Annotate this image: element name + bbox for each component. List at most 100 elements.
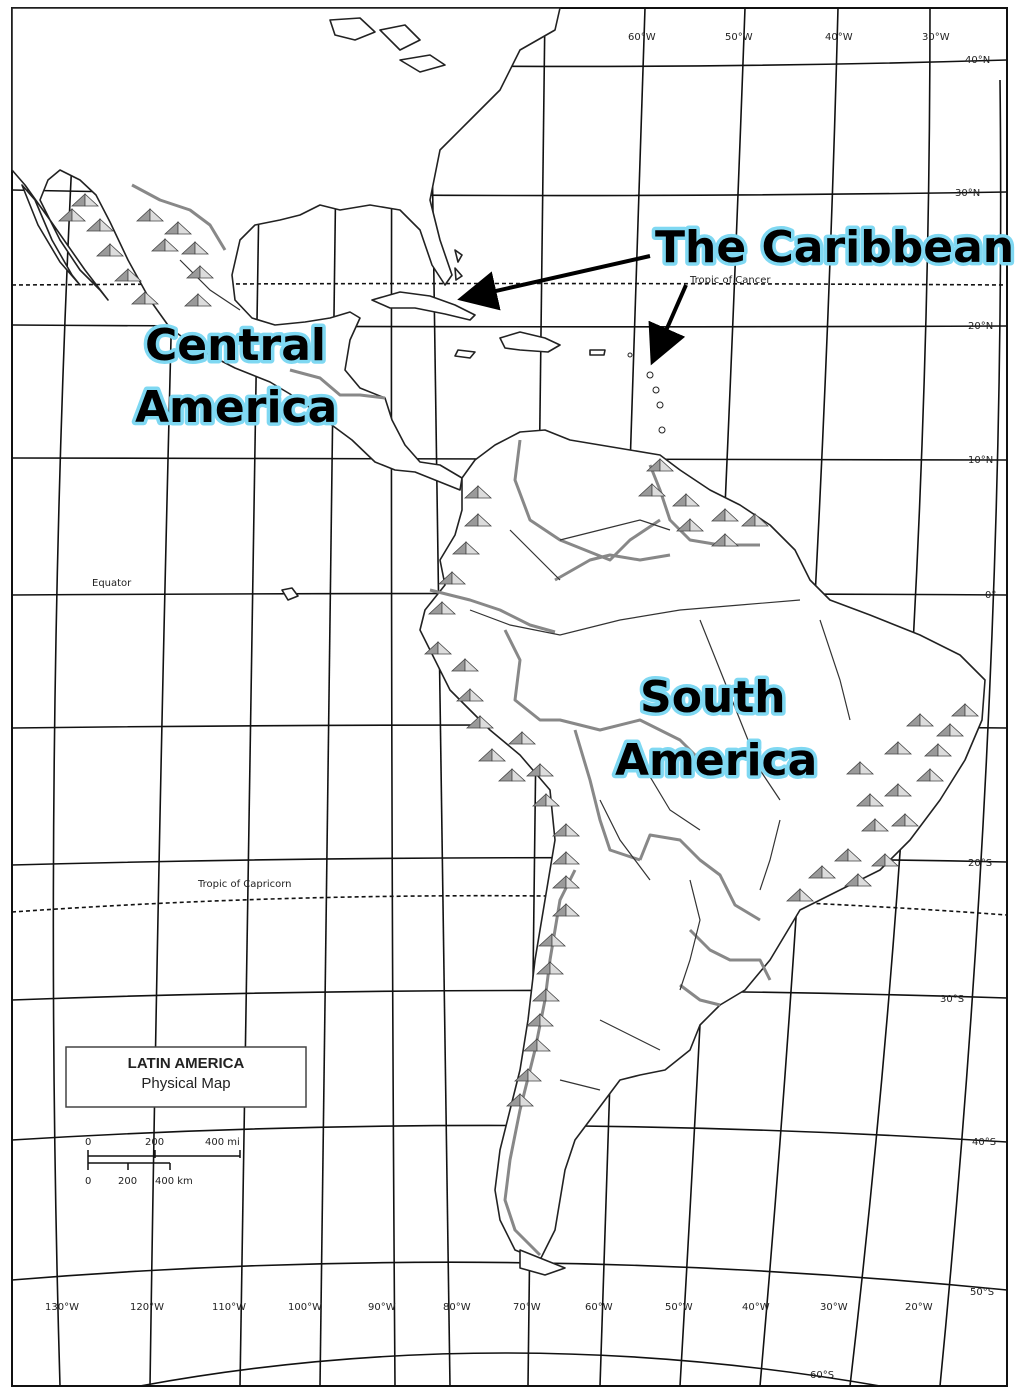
- lat-label: 10°N: [968, 455, 993, 466]
- lon-label-bottom: 130°W: [45, 1302, 79, 1313]
- mountain-icon: [531, 988, 561, 1002]
- mountain-icon: [845, 761, 875, 775]
- mountain-icon: [833, 848, 863, 862]
- mountain-icon: [427, 601, 457, 615]
- mountain-icon: [423, 641, 453, 655]
- mountain-icon: [551, 851, 581, 865]
- mountain-icon: [710, 533, 740, 547]
- scale-mi-0: 0: [85, 1137, 91, 1148]
- mountain-icon: [671, 493, 701, 507]
- mountain-icon: [185, 265, 215, 279]
- mountain-icon: [923, 743, 953, 757]
- lat-label: 0°: [985, 590, 996, 601]
- mountain-icon: [522, 1038, 552, 1052]
- lat-label: 50°S: [970, 1287, 994, 1298]
- mountain-icon: [807, 865, 837, 879]
- mountain-icon: [150, 238, 180, 252]
- mountain-icon: [883, 741, 913, 755]
- lat-label: 20°S: [968, 858, 992, 869]
- lat-label: 20°N: [968, 321, 993, 332]
- mountain-icon: [463, 485, 493, 499]
- arrow-icon: [648, 284, 688, 366]
- lon-label-top: 60°W: [628, 32, 656, 43]
- lon-label-bottom: 120°W: [130, 1302, 164, 1313]
- mountain-icon: [455, 688, 485, 702]
- country-borders: [131, 183, 772, 1257]
- caribbean-islands: [371, 249, 666, 434]
- mountain-icon: [675, 518, 705, 532]
- mountain-icon: [465, 715, 495, 729]
- right-latitude-labels: 40°N 30°N 20°N 10°N 0° 20°S 30°S 40°S 50…: [940, 55, 996, 1298]
- mountain-icon: [740, 513, 770, 527]
- mountain-icon: [180, 241, 210, 255]
- mountain-icon: [785, 888, 815, 902]
- mountain-icon: [85, 218, 115, 232]
- legend-title: LATIN AMERICA: [128, 1055, 245, 1072]
- mountain-icon: [535, 961, 565, 975]
- rivers: [179, 259, 851, 1091]
- mountain-icon: [505, 1093, 535, 1107]
- lon-label-bottom: 80°W: [443, 1302, 471, 1313]
- legend-subtitle: Physical Map: [141, 1075, 230, 1092]
- lat-label: 30°S: [940, 994, 964, 1005]
- mountain-icon: [507, 731, 537, 745]
- top-longitude-labels: 60°W 50°W 40°W 30°W: [628, 32, 950, 43]
- mountain-icon: [70, 193, 100, 207]
- mountain-icon: [645, 458, 675, 472]
- lat-label: 30°N: [955, 188, 980, 199]
- mountain-icon: [437, 571, 467, 585]
- mountain-icon: [451, 541, 481, 555]
- lon-label-top: 40°W: [825, 32, 853, 43]
- mountain-symbols: [57, 193, 980, 1107]
- mountain-icon: [135, 208, 165, 222]
- mountain-icon: [870, 853, 900, 867]
- mountain-icon: [551, 875, 581, 889]
- mountain-icon: [513, 1068, 543, 1082]
- region-label-central-2: America: [135, 382, 337, 433]
- mountain-icon: [57, 208, 87, 222]
- lon-label-bottom: 70°W: [513, 1302, 541, 1313]
- scale-mi-400: 400 mi: [205, 1137, 240, 1148]
- mountain-icon: [130, 291, 160, 305]
- mountain-icon: [183, 293, 213, 307]
- great-lakes: [329, 17, 446, 73]
- lon-label-bottom: 110°W: [212, 1302, 246, 1313]
- tropic-capricorn-label: Tropic of Capricorn: [197, 879, 292, 890]
- region-label-south-2: America: [615, 735, 817, 786]
- tropic-cancer-label: Tropic of Cancer: [689, 275, 771, 286]
- mountain-icon: [637, 483, 667, 497]
- lon-label-bottom: 40°W: [742, 1302, 770, 1313]
- region-label-caribbean: The Caribbean: [655, 222, 1014, 273]
- mountain-icon: [950, 703, 980, 717]
- lon-label-bottom: 30°W: [820, 1302, 848, 1313]
- scale-mi-200: 200: [145, 1137, 164, 1148]
- lat-label: 40°N: [965, 55, 990, 66]
- tropic-capricorn-line: [11, 894, 1008, 916]
- mountain-icon: [477, 748, 507, 762]
- mountain-icon: [525, 763, 555, 777]
- lon-label-bottom: 100°W: [288, 1302, 322, 1313]
- mountain-icon: [497, 768, 527, 782]
- scale-km-0: 0: [85, 1176, 91, 1187]
- mountain-icon: [855, 793, 885, 807]
- region-label-south-1: South: [640, 672, 786, 723]
- mountain-icon: [95, 243, 125, 257]
- mountain-icon: [883, 783, 913, 797]
- arrow-icon: [457, 254, 651, 311]
- region-label-central-1: Central: [145, 320, 326, 371]
- mountain-icon: [450, 658, 480, 672]
- south-america-land: [281, 429, 986, 1276]
- mountain-icon: [890, 813, 920, 827]
- mountain-icon: [113, 268, 143, 282]
- mountain-icon: [537, 933, 567, 947]
- mountain-icon: [163, 221, 193, 235]
- lon-label-top: 50°W: [725, 32, 753, 43]
- mountain-icon: [525, 1013, 555, 1027]
- scale-bar: 0 200 400 mi 0 200 400 km: [85, 1137, 241, 1187]
- mountain-icon: [935, 723, 965, 737]
- north-central-america-land: [11, 7, 561, 491]
- mountain-icon: [860, 818, 890, 832]
- mountain-icon: [905, 713, 935, 727]
